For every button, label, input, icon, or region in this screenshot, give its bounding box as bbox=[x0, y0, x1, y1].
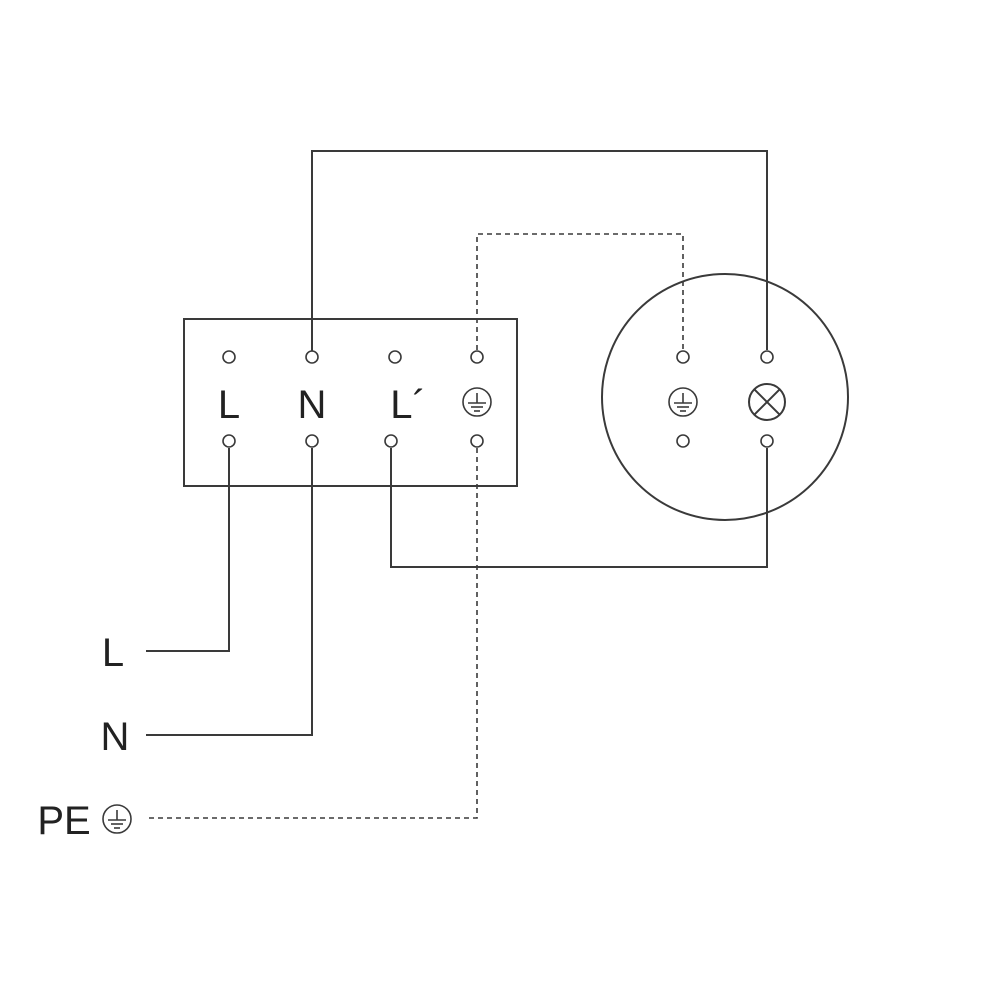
terminal-label-l-switched: L´ bbox=[390, 383, 426, 427]
earth-ground-icon bbox=[462, 387, 492, 417]
wire-switched-live-to-lamp bbox=[390, 448, 768, 568]
terminal-l-switched-top bbox=[388, 350, 402, 364]
terminal-l-bottom bbox=[222, 434, 236, 448]
wire-earth-to-luminaire bbox=[476, 233, 684, 350]
terminal-label-l: L bbox=[218, 383, 240, 427]
supply-label-pe: PE bbox=[37, 799, 90, 843]
supply-label-l: L bbox=[102, 631, 124, 675]
terminal-l-top bbox=[222, 350, 236, 364]
earth-ground-icon bbox=[102, 804, 132, 834]
luminaire-lamp-terminal-top bbox=[760, 350, 774, 364]
luminaire-lamp-terminal-bottom bbox=[760, 434, 774, 448]
terminal-block bbox=[183, 318, 518, 487]
wire-neutral-to-lamp bbox=[311, 150, 768, 356]
terminal-n-bottom bbox=[305, 434, 319, 448]
terminal-l-switched-bottom bbox=[384, 434, 398, 448]
terminal-earth-top bbox=[470, 350, 484, 364]
wire-supply-neutral bbox=[146, 448, 313, 736]
terminal-n-top bbox=[305, 350, 319, 364]
wire-supply-line bbox=[146, 448, 230, 652]
wire-supply-earth bbox=[146, 448, 478, 819]
earth-ground-icon bbox=[668, 387, 698, 417]
luminaire-earth-terminal-top bbox=[676, 350, 690, 364]
terminal-label-n: N bbox=[298, 383, 327, 427]
supply-label-n: N bbox=[101, 715, 130, 759]
terminal-earth-bottom bbox=[470, 434, 484, 448]
lamp-cross-icon bbox=[748, 383, 786, 421]
luminaire-housing bbox=[601, 273, 849, 521]
luminaire-earth-terminal-bottom bbox=[676, 434, 690, 448]
